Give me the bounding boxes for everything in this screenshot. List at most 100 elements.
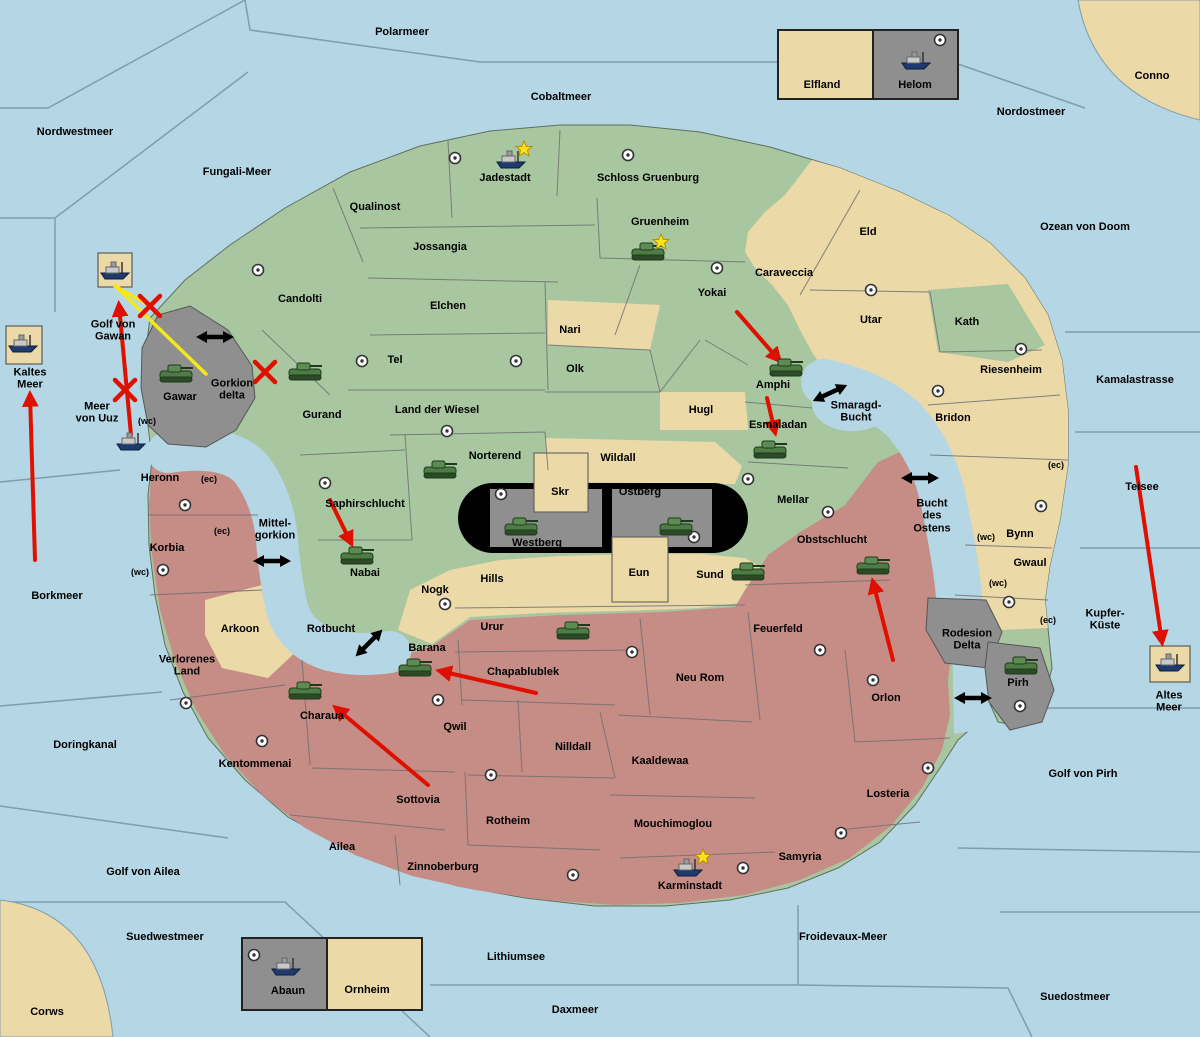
sea-label-polarmeer[interactable]: Polarmeer [375, 25, 429, 38]
territory-label-bynn[interactable]: Bynn [1006, 527, 1034, 540]
territory-label-saphirschlucht[interactable]: Saphirschlucht [325, 497, 405, 510]
territory-label-losteria[interactable]: Losteria [866, 787, 910, 800]
territory-label-nabai[interactable]: Nabai [350, 566, 380, 579]
territory-label-nari[interactable]: Nari [559, 323, 581, 336]
sea-label-ozean-von-doom[interactable]: Ozean von Doom [1040, 220, 1130, 233]
territory-label-chapablublek[interactable]: Chapablublek [486, 665, 560, 678]
region-corws[interactable] [0, 899, 114, 1037]
territory-label-heronn[interactable]: Heronn [140, 471, 180, 484]
territory-label-esmaladan[interactable]: Esmaladan [748, 418, 808, 431]
sea-label-golf-von-ailea[interactable]: Golf von Ailea [106, 865, 180, 878]
sea-label-bucht-des-ostens[interactable]: Bucht des Ostens [913, 497, 951, 535]
territory-label-barana[interactable]: Barana [408, 641, 446, 654]
territory-label-kath[interactable]: Kath [954, 315, 980, 328]
sea-label-rotbucht[interactable]: Rotbucht [306, 622, 356, 635]
territory-label-abaun[interactable]: Abaun [270, 984, 306, 997]
sea-label-altes-meer[interactable]: Altes Meer [1155, 689, 1183, 714]
sea-label-daxmeer[interactable]: Daxmeer [551, 1003, 599, 1016]
territory-label-feuerfeld[interactable]: Feuerfeld [753, 622, 803, 635]
territory-label-urur[interactable]: Urur [480, 620, 504, 633]
sea-label-doringkanal[interactable]: Doringkanal [53, 738, 117, 751]
sea-label-meer-von-uuz[interactable]: Meer von Uuz [75, 400, 119, 425]
sea-label-smaragd-bucht[interactable]: Smaragd- Bucht [830, 399, 882, 424]
territory-label-hugl[interactable]: Hugl [688, 403, 714, 416]
territory-label-karminstadt[interactable]: Karminstadt [657, 879, 723, 892]
territory-label-charaua[interactable]: Charaua [299, 709, 345, 722]
territory-label-jossangia[interactable]: Jossangia [413, 240, 467, 253]
territory-label-norterend[interactable]: Norterend [468, 449, 522, 462]
territory-label-qualinost[interactable]: Qualinost [349, 200, 401, 213]
territory-label-westberg[interactable]: Westberg [512, 536, 562, 549]
territory-label-eun[interactable]: Eun [628, 566, 650, 579]
sea-label-kaltes-meer[interactable]: Kaltes Meer [13, 366, 47, 391]
territory-label-candolti[interactable]: Candolti [278, 292, 322, 305]
territory-label-mouchimoglou[interactable]: Mouchimoglou [633, 817, 713, 830]
territory-label-wildall[interactable]: Wildall [600, 451, 636, 464]
sea-label-cobaltmeer[interactable]: Cobaltmeer [530, 90, 592, 103]
region-gawar-gorkion[interactable] [140, 305, 256, 448]
sea-label-lithiumsee[interactable]: Lithiumsee [486, 950, 546, 963]
territory-label-kaaldewaa[interactable]: Kaaldewaa [631, 754, 689, 767]
territory-label-nogk[interactable]: Nogk [421, 583, 449, 596]
territory-label-ostberg[interactable]: Ostberg [618, 485, 662, 498]
territory-label-qwil[interactable]: Qwil [443, 720, 467, 733]
sea-label-borkmeer[interactable]: Borkmeer [31, 589, 83, 602]
region-skr[interactable] [533, 452, 589, 513]
territory-label-corws[interactable]: Corws [30, 1005, 64, 1018]
sea-label-nordostmeer[interactable]: Nordostmeer [996, 105, 1066, 118]
territory-label-hills[interactable]: Hills [480, 572, 504, 585]
territory-label-conno[interactable]: Conno [1134, 69, 1170, 82]
territory-label-skr[interactable]: Skr [551, 485, 569, 498]
territory-label-verlorenes-land[interactable]: Verlorenes Land [158, 653, 216, 678]
sea-label-suedostmeer[interactable]: Suedostmeer [1040, 990, 1110, 1003]
region-eun[interactable] [611, 536, 669, 603]
sea-label-teisee[interactable]: Teisee [1125, 480, 1159, 493]
territory-label-tel[interactable]: Tel [387, 353, 403, 366]
territory-label-sottovia[interactable]: Sottovia [396, 793, 440, 806]
territory-label-gurand[interactable]: Gurand [302, 408, 342, 421]
territory-label-olk[interactable]: Olk [566, 362, 584, 375]
territory-label-yokai[interactable]: Yokai [697, 286, 727, 299]
territory-label-rotheim[interactable]: Rotheim [486, 814, 530, 827]
territory-label-gorkion-delta[interactable]: Gorkion delta [210, 377, 254, 402]
territory-label-korbia[interactable]: Korbia [149, 541, 185, 554]
territory-label-gawar[interactable]: Gawar [163, 390, 197, 403]
territory-label-ornheim[interactable]: Ornheim [344, 983, 390, 996]
territory-label-kentommenai[interactable]: Kentommenai [218, 757, 292, 770]
sea-label-mittel-gorkion[interactable]: Mittel- gorkion [254, 517, 296, 542]
territory-label-rodesion-delta[interactable]: Rodesion Delta [941, 627, 993, 652]
territory-label-land-der-wiesel[interactable]: Land der Wiesel [394, 403, 480, 416]
territory-label-gruenheim[interactable]: Gruenheim [630, 215, 690, 228]
territory-label-helom[interactable]: Helom [898, 78, 932, 91]
territory-label-nilldall[interactable]: Nilldall [554, 740, 592, 753]
territory-label-obstschlucht[interactable]: Obstschlucht [796, 533, 868, 546]
territory-label-gwaul[interactable]: Gwaul [1013, 556, 1047, 569]
box-ornheim[interactable] [326, 937, 423, 1011]
sea-label-golf-von-gawan[interactable]: Golf von Gawan [90, 318, 136, 343]
territory-label-mellar[interactable]: Mellar [777, 493, 809, 506]
territory-label-pirh[interactable]: Pirh [1007, 676, 1029, 689]
territory-label-arkoon[interactable]: Arkoon [220, 622, 260, 635]
sea-label-kupfer-kueste[interactable]: Kupfer- Küste [1085, 607, 1125, 632]
territory-label-elchen[interactable]: Elchen [429, 299, 467, 312]
territory-label-amphi[interactable]: Amphi [755, 378, 791, 391]
territory-label-riesenheim[interactable]: Riesenheim [980, 363, 1042, 376]
territory-label-zinnoberburg[interactable]: Zinnoberburg [407, 860, 479, 873]
territory-label-caraveccia[interactable]: Caraveccia [754, 266, 814, 279]
sea-label-froidevaux-meer[interactable]: Froidevaux-Meer [798, 930, 888, 943]
territory-label-schloss-gruenburg[interactable]: Schloss Gruenburg [596, 171, 700, 184]
territory-label-ailea[interactable]: Ailea [328, 840, 356, 853]
territory-label-utar[interactable]: Utar [859, 313, 883, 326]
territory-label-orlon[interactable]: Orlon [871, 691, 901, 704]
sea-label-golf-von-pirh[interactable]: Golf von Pirh [1048, 767, 1118, 780]
territory-label-neu-rom[interactable]: Neu Rom [675, 671, 725, 684]
territory-label-sund[interactable]: Sund [696, 568, 724, 581]
territory-label-jadestadt[interactable]: Jadestadt [479, 171, 531, 184]
territory-label-eld[interactable]: Eld [859, 225, 877, 238]
sea-label-fungali-meer[interactable]: Fungali-Meer [202, 165, 272, 178]
territory-label-elfland[interactable]: Elfland [803, 78, 841, 91]
sea-label-kamalastrasse[interactable]: Kamalastrasse [1096, 373, 1174, 386]
sea-label-suedwestmeer[interactable]: Suedwestmeer [126, 930, 204, 943]
sea-label-nordwestmeer[interactable]: Nordwestmeer [36, 125, 114, 138]
territory-label-samyria[interactable]: Samyria [778, 850, 822, 863]
